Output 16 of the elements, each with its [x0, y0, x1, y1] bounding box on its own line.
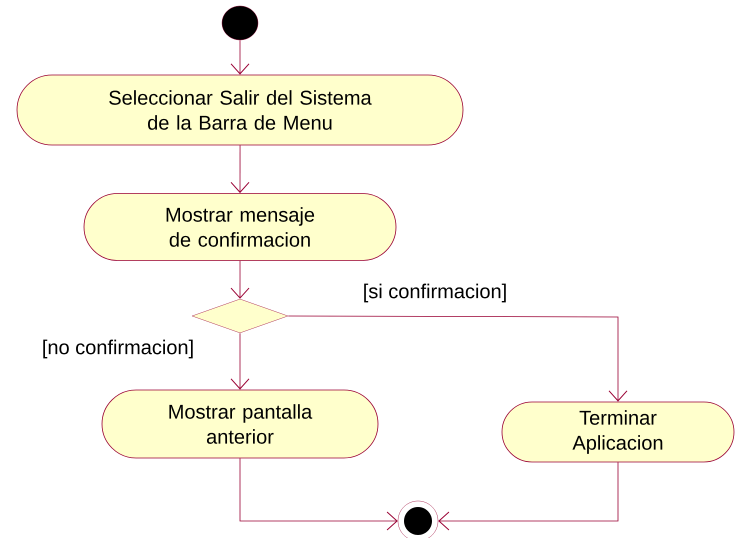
arrow [438, 462, 618, 530]
decision-diamond [192, 298, 288, 334]
arrow [288, 316, 628, 402]
arrow [230, 145, 250, 194]
action-box: Seleccionar Salir del Sistema de la Barra de Menu [16, 74, 464, 146]
arrow [230, 260, 250, 299]
action-box: Terminar Aplicacion [502, 402, 734, 462]
edge-label: [no confirmacion] [40, 338, 196, 360]
arrow [240, 458, 398, 530]
start-circle [222, 6, 258, 40]
arrow [230, 40, 250, 75]
action-box: Mostrar mensaje de confirmacion [84, 193, 396, 261]
end-circle [398, 500, 438, 538]
edge-label: [si confirmacion] [362, 282, 508, 304]
arrow [230, 332, 250, 390]
action-box: Mostrar pantalla anterior [102, 390, 378, 458]
